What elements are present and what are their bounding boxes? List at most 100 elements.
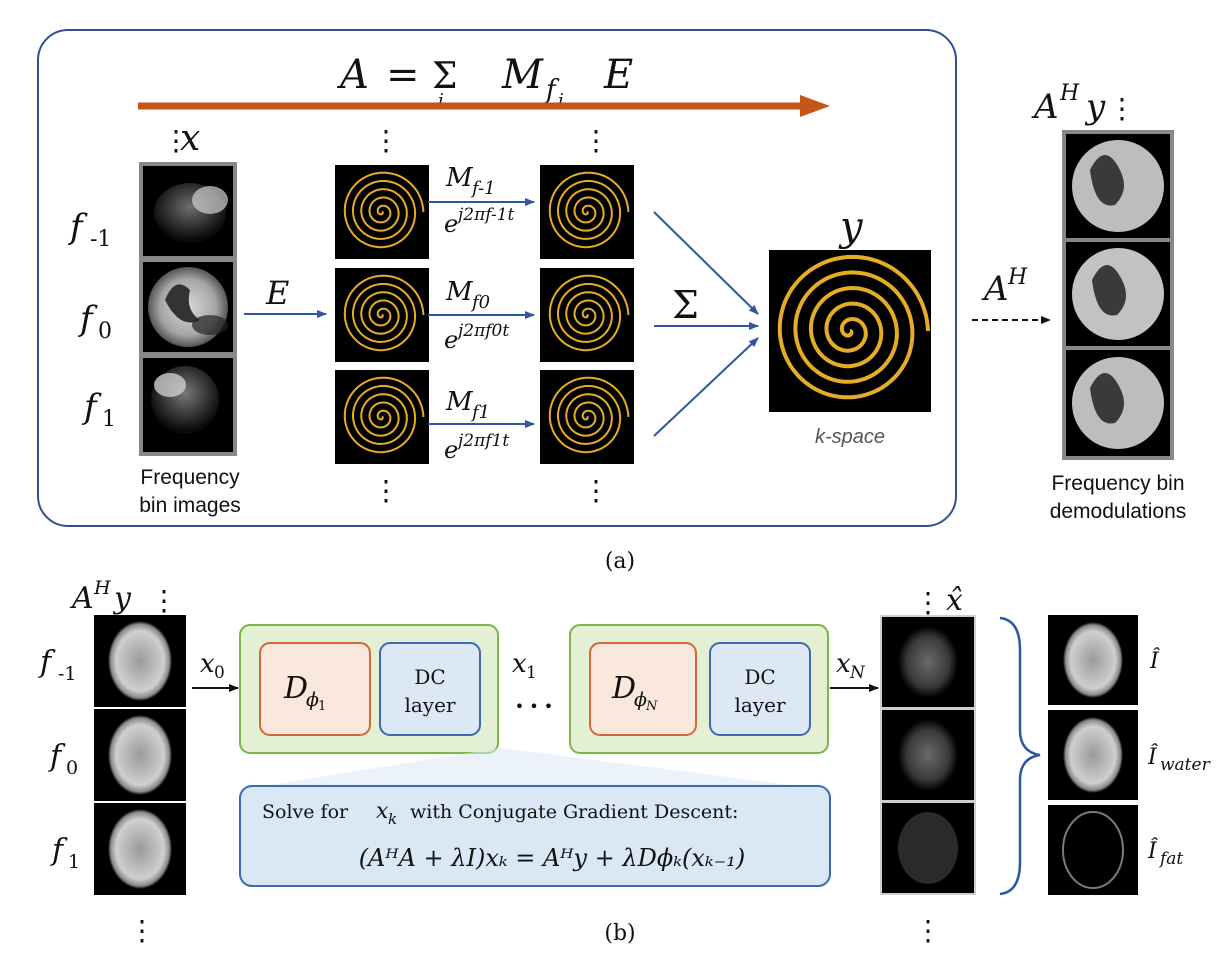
svg-text:0: 0 <box>66 757 78 779</box>
y-label: y <box>838 204 864 250</box>
sum-arrow-bottom <box>653 337 759 437</box>
demod-image-3-dark <box>1090 373 1124 424</box>
svg-text:A: A <box>1031 87 1059 127</box>
svg-text:0: 0 <box>214 663 225 683</box>
demod-image-1-dark <box>1090 155 1124 206</box>
svg-text:Î: Î <box>1147 837 1158 864</box>
svg-text:D: D <box>283 671 308 706</box>
vdots-col2-top: ⋮ <box>582 124 610 157</box>
svg-text:e: e <box>444 436 458 464</box>
svg-text:ϕ: ϕ <box>634 689 647 711</box>
svg-text:N: N <box>645 699 658 714</box>
freq-label-b-f1: f 1 <box>50 833 80 873</box>
svg-text:1: 1 <box>318 699 326 714</box>
panel-a-tag: (a) <box>605 549 635 574</box>
encode-label: E <box>265 274 289 312</box>
svg-text:M: M <box>445 387 474 417</box>
svg-text:x: x <box>376 799 389 824</box>
encoded-tile-1-spiral <box>343 274 425 352</box>
svg-text:Solve for: Solve for <box>262 801 349 823</box>
svg-text:f: f <box>38 645 56 680</box>
svg-text:H: H <box>1007 265 1028 290</box>
svg-text:f: f <box>81 387 102 427</box>
svg-text:1: 1 <box>68 851 80 873</box>
modulated-kspace-column <box>540 165 634 464</box>
dc-layer-block-1 <box>379 642 481 736</box>
freq-label-b-fm1: f -1 <box>38 645 77 685</box>
svg-text:M: M <box>445 163 474 193</box>
modulation-f0: M f0 e j2πf0t <box>428 277 535 354</box>
svg-text:x: x <box>836 649 851 679</box>
svg-text:k: k <box>388 810 397 828</box>
freq-image-fm1-bright <box>192 186 228 214</box>
freq-label-a-fm1: f -1 <box>67 207 111 252</box>
freq-label-a-f0: f 0 <box>77 299 112 344</box>
vdots-col1-top: ⋮ <box>372 124 400 157</box>
freq-label-b-f0: f 0 <box>48 739 78 779</box>
sum-arrow-top <box>653 211 759 315</box>
cg-instruction: Solve for x k with Conjugate Gradient De… <box>262 799 738 828</box>
svg-text:H: H <box>93 577 111 599</box>
output-label-fat: Î fat <box>1147 837 1183 869</box>
denoiser-block-1 <box>259 642 371 736</box>
output-label-combined: Î <box>1149 647 1160 674</box>
svg-text:e: e <box>444 210 458 238</box>
orange-arrow-head <box>800 95 830 117</box>
modulated-tile-1-spiral <box>548 274 630 352</box>
demod-caption-line1: Frequency bin <box>1051 472 1184 495</box>
svg-text:f0: f0 <box>470 292 490 313</box>
encoded-kspace-column <box>335 165 429 464</box>
svg-text:1: 1 <box>526 663 537 683</box>
demod-caption-line2: demodulations <box>1050 500 1187 523</box>
x-label: x <box>180 118 200 159</box>
encoded-tile-0-spiral <box>343 171 425 249</box>
svg-text:y: y <box>112 581 132 616</box>
svg-text:j2πf0t: j2πf0t <box>454 321 509 341</box>
svg-text:f: f <box>48 739 66 774</box>
demodulation-images <box>1062 130 1174 460</box>
svg-text:1: 1 <box>102 407 116 432</box>
b-input-fm1-content <box>108 621 172 701</box>
vdots-b-input-bottom: ⋮ <box>128 914 156 947</box>
svg-text:water: water <box>1160 755 1211 775</box>
unroll-ellipsis: • • • <box>515 697 553 716</box>
svg-text:N: N <box>849 663 866 683</box>
svg-text:j2πf1t: j2πf1t <box>454 431 509 451</box>
xhat-image-f0-content <box>898 719 958 791</box>
svg-text:y: y <box>1084 87 1106 127</box>
dc-layer-n-line2: layer <box>734 693 785 717</box>
kspace-caption: k-space <box>815 426 885 448</box>
svg-text:fat: fat <box>1158 849 1183 869</box>
panel-b-tag: (b) <box>604 921 635 946</box>
eq-equals: = <box>386 52 420 98</box>
svg-text:Î: Î <box>1147 743 1158 770</box>
denoiser-label-1: D ϕ 1 <box>283 671 326 714</box>
svg-text:f1: f1 <box>470 402 490 423</box>
images-caption-line2: bin images <box>139 494 241 517</box>
svg-text:M: M <box>445 277 474 307</box>
vdots-b-input-top: ⋮ <box>150 584 178 617</box>
xhat-label: x̂ <box>946 583 963 618</box>
svg-text:H: H <box>1059 81 1080 106</box>
svg-text:x: x <box>200 649 215 679</box>
svg-text:f: f <box>77 299 98 339</box>
images-caption-line1: Frequency <box>140 466 240 489</box>
output-label-water: Î water <box>1147 743 1211 775</box>
eq-m: M <box>501 52 544 98</box>
freq-image-f0-shadow <box>192 315 228 335</box>
svg-text:x: x <box>512 649 527 679</box>
svg-text:0: 0 <box>98 319 112 344</box>
svg-text:A: A <box>69 581 94 616</box>
vdots-xhat-top: ⋮ <box>914 586 942 619</box>
dc-layer-block-n <box>709 642 811 736</box>
b-input-images <box>94 615 186 895</box>
final-output-images <box>1048 615 1138 895</box>
svg-text:ϕ: ϕ <box>306 689 319 711</box>
reconstructed-bin-images <box>880 615 976 895</box>
vdots-col1-bottom: ⋮ <box>372 474 400 507</box>
svg-text:Î: Î <box>1149 647 1160 674</box>
output-image-water-content <box>1063 717 1123 793</box>
b-input-f0-content <box>108 715 172 795</box>
encoded-tile-2-spiral <box>343 376 425 454</box>
